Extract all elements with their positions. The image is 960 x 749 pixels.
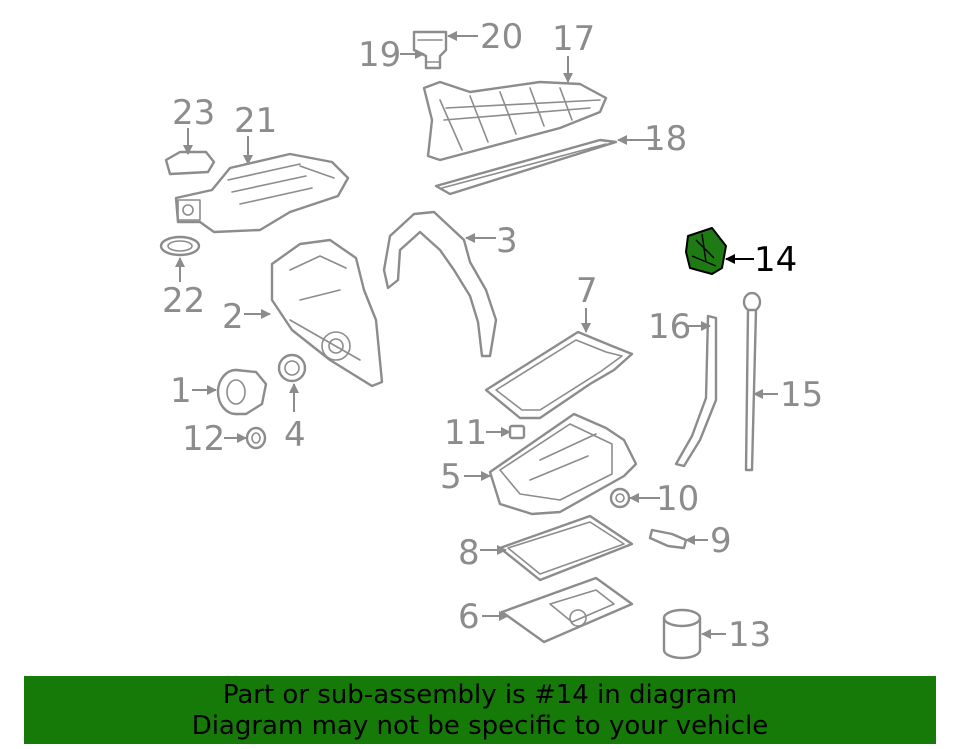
callout-20: 20 bbox=[480, 17, 523, 57]
part-3-cover-gasket bbox=[382, 210, 498, 358]
part-9-bolt bbox=[648, 528, 688, 550]
part-5-oil-pan bbox=[488, 412, 638, 516]
info-banner: Part or sub-assembly is #14 in diagram D… bbox=[24, 676, 936, 744]
callout-2: 2 bbox=[222, 297, 244, 337]
callout-labels: 20 19 17 18 23 21 22 2 3 7 1 4 12 11 5 1… bbox=[162, 17, 823, 655]
part-21-intake-manifold bbox=[174, 152, 350, 234]
part-15-dipstick bbox=[742, 291, 762, 472]
callout-14: 14 bbox=[754, 240, 797, 280]
callout-22: 22 bbox=[162, 281, 205, 321]
part-14-highlighted bbox=[685, 227, 727, 275]
part-22-seal bbox=[159, 235, 201, 257]
callout-17: 17 bbox=[552, 19, 595, 59]
callout-5: 5 bbox=[440, 457, 462, 497]
callout-10: 10 bbox=[656, 479, 699, 519]
leader-lines bbox=[175, 31, 778, 639]
banner-line-1: Part or sub-assembly is #14 in diagram bbox=[222, 680, 738, 710]
part-16-dipstick-tube bbox=[674, 314, 718, 468]
callout-4: 4 bbox=[284, 415, 306, 455]
callout-23: 23 bbox=[172, 93, 215, 133]
part-11-bolt bbox=[508, 424, 526, 440]
callout-6: 6 bbox=[458, 597, 480, 637]
part-18-gasket bbox=[434, 138, 618, 196]
callout-3: 3 bbox=[496, 221, 518, 261]
part-17-valve-cover bbox=[422, 80, 608, 162]
callout-15: 15 bbox=[780, 375, 823, 415]
part-4-seal bbox=[277, 353, 307, 383]
callout-11: 11 bbox=[444, 413, 487, 453]
part-13-oil-filter bbox=[662, 608, 702, 660]
part-19-20-cap bbox=[412, 30, 448, 70]
callout-8: 8 bbox=[458, 533, 480, 573]
callout-7: 7 bbox=[576, 271, 598, 311]
part-10-plug bbox=[609, 487, 631, 509]
callout-21: 21 bbox=[234, 101, 277, 141]
part-1-balancer bbox=[216, 368, 268, 416]
callout-18: 18 bbox=[644, 119, 687, 159]
part-7-pan-gasket bbox=[484, 330, 634, 420]
part-12-washer bbox=[245, 426, 267, 450]
part-23 bbox=[164, 150, 216, 176]
part-8-gasket bbox=[498, 514, 634, 582]
callout-16: 16 bbox=[648, 307, 691, 347]
banner-line-2: Diagram may not be specific to your vehi… bbox=[191, 711, 769, 741]
callout-9: 9 bbox=[710, 521, 732, 561]
part-2-timing-cover bbox=[270, 238, 384, 388]
callout-1: 1 bbox=[170, 371, 192, 411]
part-6-pan-lower bbox=[500, 576, 634, 644]
callout-13: 13 bbox=[728, 615, 771, 655]
callout-19: 19 bbox=[358, 35, 401, 75]
callout-12: 12 bbox=[182, 419, 225, 459]
